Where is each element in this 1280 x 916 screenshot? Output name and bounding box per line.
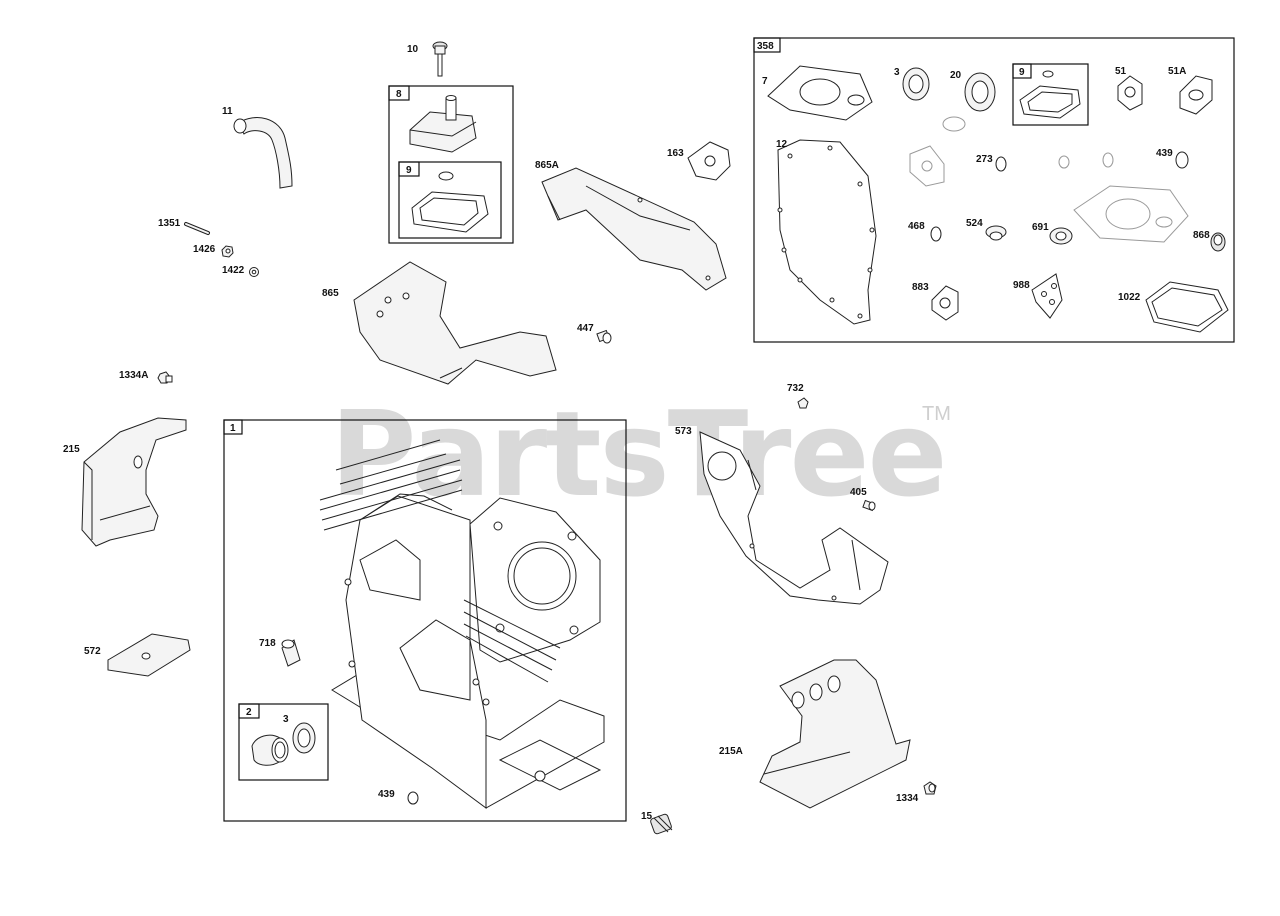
callout-865a: 865A bbox=[535, 160, 559, 171]
part-3-oil-seal[interactable] bbox=[292, 722, 316, 754]
callout-273: 273 bbox=[976, 154, 993, 165]
part-51a-gasket[interactable] bbox=[1179, 75, 1213, 115]
callout-883: 883 bbox=[912, 282, 929, 293]
part-7-head-gasket[interactable] bbox=[767, 65, 873, 121]
part-2-bearing[interactable] bbox=[251, 734, 289, 766]
part-865-air-guide[interactable] bbox=[353, 261, 557, 385]
callout-215a: 215A bbox=[719, 746, 743, 757]
part-1334-screw[interactable] bbox=[923, 781, 937, 795]
part-865a-air-guide[interactable] bbox=[541, 167, 727, 291]
part-9-gasket-kit[interactable] bbox=[1019, 70, 1081, 119]
callout-868: 868 bbox=[1193, 230, 1210, 241]
callout-10: 10 bbox=[407, 44, 419, 55]
callout-732: 732 bbox=[787, 383, 804, 394]
callout-524: 524 bbox=[966, 218, 983, 229]
part-3-oil-seal-kit[interactable] bbox=[902, 67, 930, 101]
callout-7: 7 bbox=[762, 76, 768, 87]
part-468-o-ring[interactable] bbox=[930, 226, 942, 242]
callout-358: 358 bbox=[757, 41, 774, 52]
part-1334a-screw[interactable] bbox=[157, 371, 173, 384]
kit-box-358 bbox=[753, 37, 1235, 343]
part-573-baffle[interactable] bbox=[699, 431, 889, 605]
part-9-breather-gasket[interactable] bbox=[411, 171, 489, 233]
part-1022-gasket[interactable] bbox=[1145, 281, 1229, 333]
callout-9-kit: 9 bbox=[1019, 67, 1025, 78]
part-273-o-ring[interactable] bbox=[995, 156, 1007, 172]
part-572-bracket[interactable] bbox=[107, 633, 191, 677]
callout-1422: 1422 bbox=[222, 265, 245, 276]
callout-865: 865 bbox=[322, 288, 339, 299]
callout-20: 20 bbox=[950, 70, 962, 81]
part-163-gasket[interactable] bbox=[687, 141, 731, 181]
part-405-screw[interactable] bbox=[862, 499, 876, 512]
callout-51a: 51A bbox=[1168, 66, 1186, 77]
part-1351-pin[interactable] bbox=[184, 222, 210, 235]
trademark-mark: TM bbox=[922, 403, 951, 425]
part-883-gasket[interactable] bbox=[931, 285, 959, 321]
part-439-o-ring[interactable] bbox=[407, 791, 419, 805]
callout-1334a: 1334A bbox=[119, 370, 148, 381]
part-732-screw[interactable] bbox=[797, 397, 809, 409]
callout-12: 12 bbox=[776, 139, 788, 150]
callout-3-kit: 3 bbox=[894, 67, 900, 78]
callout-11: 11 bbox=[222, 106, 233, 117]
part-10-breather-stud[interactable] bbox=[432, 41, 448, 77]
part-524-plug[interactable] bbox=[985, 225, 1007, 241]
callout-573: 573 bbox=[675, 426, 692, 437]
callout-572: 572 bbox=[84, 646, 101, 657]
part-439-o-ring-kit[interactable] bbox=[1175, 151, 1189, 169]
part-1-cylinder-block[interactable] bbox=[319, 439, 605, 809]
part-988-gasket[interactable] bbox=[1031, 273, 1063, 319]
part-12-crankcase-gasket[interactable] bbox=[777, 139, 877, 325]
faint-reference-parts bbox=[909, 116, 1189, 243]
part-447-plug[interactable] bbox=[596, 329, 612, 344]
callout-8: 8 bbox=[396, 89, 402, 100]
callout-439-kit: 439 bbox=[1156, 148, 1173, 159]
callout-15: 15 bbox=[641, 811, 653, 822]
callout-1334: 1334 bbox=[896, 793, 919, 804]
part-8-breather-cover[interactable] bbox=[409, 95, 477, 153]
callout-2: 2 bbox=[246, 707, 252, 718]
callout-labels: 10 8 9 11 1351 1426 1422 865 865A 163 44… bbox=[63, 41, 1210, 822]
part-718-dowel[interactable] bbox=[281, 639, 301, 667]
part-51-gasket[interactable] bbox=[1117, 75, 1143, 111]
callout-718: 718 bbox=[259, 638, 276, 649]
callout-447: 447 bbox=[577, 323, 594, 334]
callout-1022: 1022 bbox=[1118, 292, 1141, 303]
part-20-oil-seal[interactable] bbox=[964, 72, 996, 112]
part-215-shield[interactable] bbox=[81, 417, 187, 547]
callout-468: 468 bbox=[908, 221, 925, 232]
callout-3-box2: 3 bbox=[283, 714, 289, 725]
callout-1: 1 bbox=[230, 423, 236, 434]
callout-988: 988 bbox=[1013, 280, 1030, 291]
part-11-breather-hose[interactable] bbox=[233, 117, 293, 189]
callout-439-block: 439 bbox=[378, 789, 395, 800]
callout-1426: 1426 bbox=[193, 244, 216, 255]
part-15-drain-plug[interactable] bbox=[650, 813, 673, 835]
kit-box-2 bbox=[238, 703, 329, 781]
callout-215: 215 bbox=[63, 444, 80, 455]
callout-1351: 1351 bbox=[158, 218, 181, 229]
part-1426-nut[interactable] bbox=[221, 245, 234, 258]
callout-691: 691 bbox=[1032, 222, 1049, 233]
callout-405: 405 bbox=[850, 487, 867, 498]
callout-9-box8: 9 bbox=[406, 165, 412, 176]
part-691-seal[interactable] bbox=[1049, 227, 1073, 245]
part-1422-washer[interactable] bbox=[249, 267, 259, 277]
part-868-seal[interactable] bbox=[1210, 232, 1226, 252]
part-215a-shield[interactable] bbox=[759, 659, 911, 809]
callout-163: 163 bbox=[667, 148, 684, 159]
kit-box-8 bbox=[388, 85, 514, 244]
callout-51: 51 bbox=[1115, 66, 1127, 77]
kit-box-1 bbox=[223, 419, 627, 822]
